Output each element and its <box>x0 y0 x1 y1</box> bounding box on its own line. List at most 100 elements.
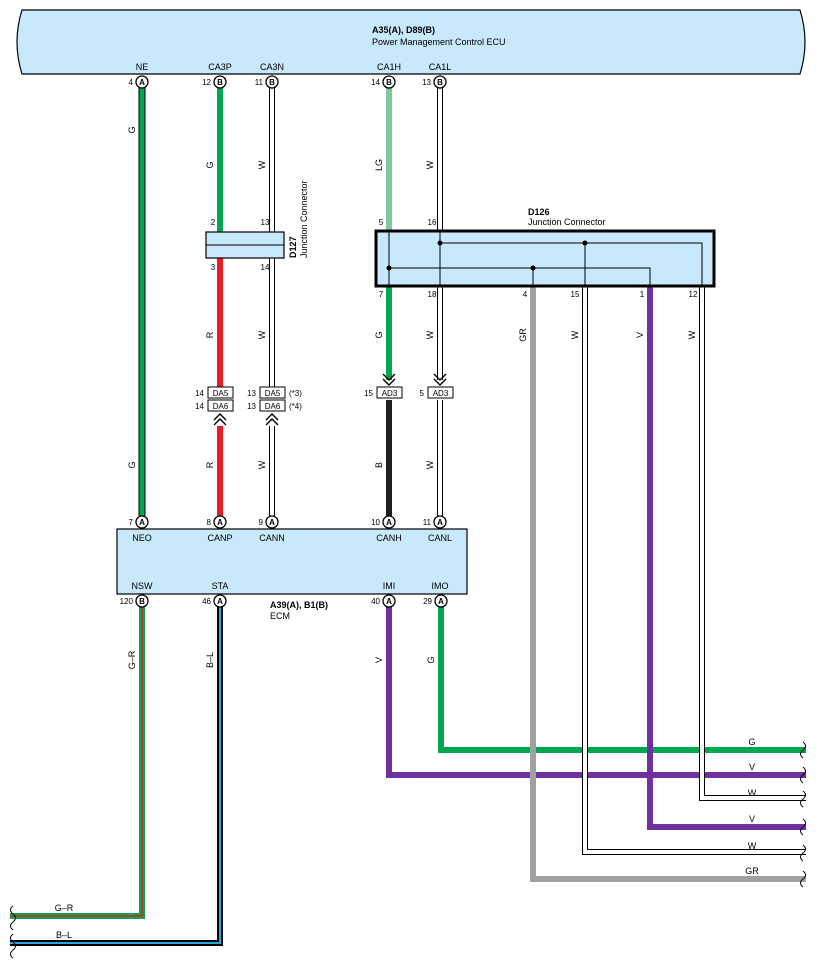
ad3-canh: AD3 15 <box>364 373 403 399</box>
pm-pin-ca3p: B 12 <box>202 75 227 89</box>
ecm-pin-nsw: B 120 <box>120 594 149 608</box>
ecm-pin-neo: A 7 <box>129 515 149 529</box>
svg-text:13: 13 <box>422 78 431 87</box>
d126-pin-5: 5 <box>379 218 384 227</box>
d126-pin-4: 4 <box>523 290 528 299</box>
wc-d126-12: W <box>687 330 697 339</box>
svg-text:46: 46 <box>202 597 211 606</box>
ecm-box <box>116 528 468 595</box>
wc-ca1h-lower: B <box>374 462 384 468</box>
svg-text:9: 9 <box>259 518 264 527</box>
svg-text:4: 4 <box>129 78 134 87</box>
wc-d126-15: W <box>570 330 580 339</box>
wc-ca3p-upper: G <box>205 161 215 168</box>
pm-ecu-ref: A35(A), D89(B) <box>372 25 435 35</box>
pm-pin-ca1l: B 13 <box>422 75 447 89</box>
d126-ref: D126 <box>528 207 550 217</box>
svg-text:A: A <box>438 597 444 606</box>
svg-text:B: B <box>437 78 443 87</box>
svg-text:DA6: DA6 <box>265 402 281 411</box>
left-exit-labels: G–R B–L <box>55 903 74 940</box>
wc-ca3p-lower: R <box>205 461 215 468</box>
d127-pin-2: 2 <box>211 218 216 227</box>
svg-text:(*4): (*4) <box>289 402 302 411</box>
svg-text:5: 5 <box>420 389 425 398</box>
d126-pin-16: 16 <box>428 218 437 227</box>
ecm-pin-canp: A 8 <box>207 515 227 529</box>
wc-imi: V <box>374 657 384 663</box>
ecm-label-neo: NEO <box>132 533 152 543</box>
svg-text:A: A <box>217 518 223 527</box>
svg-text:10: 10 <box>371 518 380 527</box>
wc-ca3n-upper: W <box>257 160 267 169</box>
svg-text:A: A <box>437 518 443 527</box>
svg-text:13: 13 <box>247 389 256 398</box>
right-exit-labels: G V W V W GR <box>745 737 759 876</box>
ecm-label-imo: IMO <box>432 581 449 591</box>
exit-label-v1: V <box>749 762 755 772</box>
svg-text:B: B <box>386 78 392 87</box>
wire-d126-15 <box>582 286 806 855</box>
da5-da6-canp: DA5 DA6 14 14 <box>195 386 234 426</box>
svg-text:A: A <box>269 518 275 527</box>
pm-pin-ca1h: B 14 <box>371 75 396 89</box>
d126-pin-1: 1 <box>640 290 645 299</box>
exit-label-w2: W <box>748 841 757 851</box>
d127-pin-3: 3 <box>211 263 216 272</box>
ecm-pin-canl: A 11 <box>423 515 447 529</box>
ecm-label-canh: CANH <box>376 533 402 543</box>
pm-pin-ca3n: B 11 <box>255 75 279 89</box>
ecm-label-canl: CANL <box>428 533 452 543</box>
wire-d126-4 <box>530 286 806 882</box>
ecm-ref: A39(A), B1(B) <box>270 600 328 610</box>
ad3-canl: AD3 5 <box>420 373 454 399</box>
wc-sta: B–L <box>205 652 215 668</box>
svg-text:120: 120 <box>120 597 134 606</box>
ecm-label-sta: STA <box>212 581 229 591</box>
wire-sta <box>10 605 223 946</box>
svg-text:12: 12 <box>202 78 211 87</box>
pm-pin-label-ca3n: CA3N <box>260 62 284 72</box>
wc-imo: G <box>426 656 436 663</box>
wc-ca3n-mid: W <box>257 330 267 339</box>
d126-name: Junction Connector <box>528 217 606 227</box>
ecm-pin-imi: A 40 <box>371 594 396 608</box>
svg-text:40: 40 <box>371 597 380 606</box>
ecm-pin-cann: A 9 <box>259 515 279 529</box>
d126-pin-7: 7 <box>379 290 384 299</box>
wire-imi <box>386 605 806 778</box>
d127-pin-13: 13 <box>261 218 270 227</box>
wc-d126-4: GR <box>518 328 528 342</box>
exit-label-g: G <box>748 737 755 747</box>
right-break-marks <box>800 741 806 888</box>
svg-text:A: A <box>139 78 145 87</box>
d127-name: Junction Connector <box>299 180 309 258</box>
svg-text:11: 11 <box>423 518 432 527</box>
svg-text:7: 7 <box>129 518 134 527</box>
wc-ca1l-upper: W <box>425 160 435 169</box>
d126-pin-12: 12 <box>689 290 698 299</box>
wc-ca1l-lower: W <box>425 460 435 469</box>
svg-text:B: B <box>217 78 223 87</box>
ecm-label-imi: IMI <box>383 581 396 591</box>
wc-ne-lower: G <box>127 461 137 468</box>
ecm-pin-canh: A 10 <box>371 515 396 529</box>
da5-da6-cann: DA5 DA6 13 13 (*3) (*4) <box>247 386 302 426</box>
wire-color-labels: G G G R R W W W LG G B W W W GR W V W G–… <box>127 126 697 669</box>
svg-text:14: 14 <box>195 402 204 411</box>
pm-pin-label-ca1h: CA1H <box>377 62 401 72</box>
svg-text:15: 15 <box>364 389 373 398</box>
wire-d126-1 <box>647 286 806 830</box>
exit-label-w1: W <box>748 788 757 798</box>
wc-ca1h-upper: LG <box>374 159 384 171</box>
svg-text:8: 8 <box>207 518 212 527</box>
wire-imo <box>438 605 806 753</box>
wc-ca3p-mid: R <box>205 331 215 338</box>
exit-label-gr: GR <box>745 866 759 876</box>
svg-text:DA5: DA5 <box>213 389 229 398</box>
svg-text:13: 13 <box>247 402 256 411</box>
wc-ca1h-mid: G <box>374 331 384 338</box>
d127-pin-14: 14 <box>261 263 270 272</box>
svg-text:(*3): (*3) <box>289 389 302 398</box>
